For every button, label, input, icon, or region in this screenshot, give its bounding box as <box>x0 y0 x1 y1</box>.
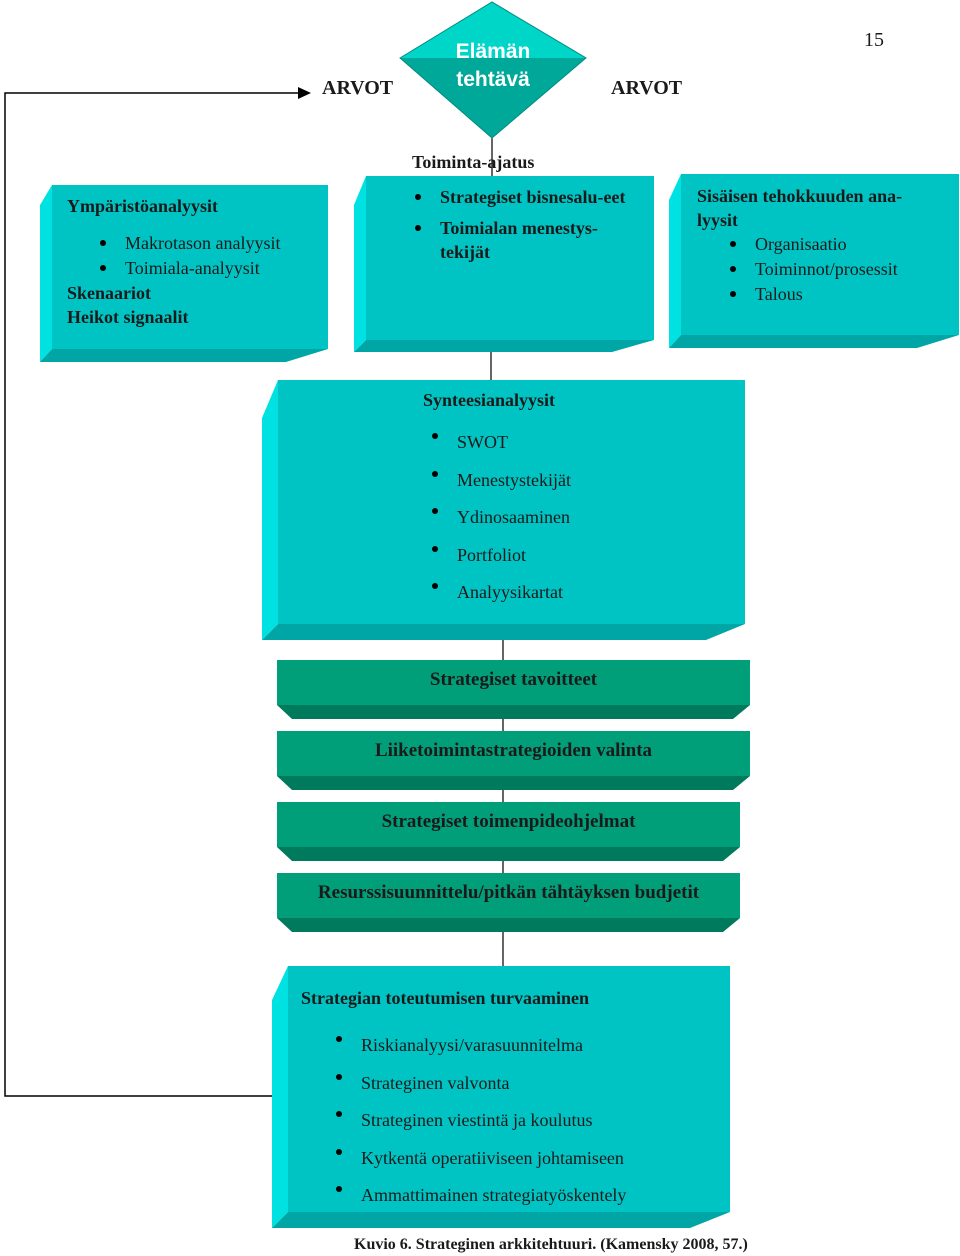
business-idea-label: Toiminta-ajatus <box>412 152 535 172</box>
mission-label: Elämän tehtävä <box>455 40 531 91</box>
arvot-left-label: ARVOT <box>322 77 394 99</box>
impl-item: Kytkentä operatiiviseen johtamiseen <box>333 1140 721 1178</box>
env-extra: Heikot signaalit <box>67 307 189 327</box>
impl-box: Strategian toteutumisen turvaaminen Risk… <box>301 986 721 1215</box>
env-extra: Skenaariot <box>67 283 152 303</box>
band-business-strategy: Liiketoimintastrategioiden valinta <box>374 740 653 761</box>
band-4-shape <box>277 873 740 932</box>
synth-item: Portfoliot <box>429 537 723 575</box>
synth-item: SWOT <box>429 424 723 462</box>
right-item: Talous <box>727 282 942 307</box>
impl-box-title: Strategian toteutumisen turvaaminen <box>301 988 589 1008</box>
synth-item: Ydinosaaminen <box>429 499 723 537</box>
band-3-shape <box>277 802 740 861</box>
figure-caption: Kuvio 6. Strateginen arkkitehtuuri. (Kam… <box>354 1236 748 1253</box>
page-number: 15 <box>864 29 884 51</box>
band-resource-planning: Resurssisuunnittelu/pitkän tähtäyksen bu… <box>317 882 700 903</box>
right-item: Toiminnot/prosessit <box>727 257 942 282</box>
synth-box-shape <box>262 380 745 640</box>
mid-box-shape <box>354 176 654 352</box>
right-box-title: Sisäisen tehokkuuden ana-lyysit <box>697 186 903 230</box>
synth-item: Menestystekijät <box>429 462 723 500</box>
band-1-shape <box>277 660 750 719</box>
impl-item: Ammattimainen strategiatyöskentely <box>333 1177 721 1215</box>
mid-item: Toimialan menestys-tekijät <box>412 216 632 264</box>
right-item: Organisaatio <box>727 232 942 257</box>
band-action-programs: Strategiset toimenpideohjelmat <box>381 811 636 832</box>
synth-box: Synteesianalyysit SWOT Menestystekijät Y… <box>423 388 723 612</box>
impl-item: Riskianalyysi/varasuunnitelma <box>333 1027 721 1065</box>
synth-item: Analyysikartat <box>429 574 723 612</box>
impl-item: Strateginen viestintä ja koulutus <box>333 1102 721 1140</box>
feedback-line <box>4 92 300 1097</box>
impl-item: Strateginen valvonta <box>333 1065 721 1103</box>
env-box: Ympäristöanalyysit Makrotason analyysit … <box>67 194 322 329</box>
mid-box: Strategiset bisnesalu-eet Toimialan mene… <box>412 185 632 264</box>
mission-diamond <box>399 1 587 139</box>
right-box-shape <box>669 174 959 348</box>
feedback-arrowhead <box>298 87 311 99</box>
band-2-shape <box>277 731 750 790</box>
env-item: Makrotason analyysit <box>97 231 322 256</box>
right-box: Sisäisen tehokkuuden ana-lyysit Organisa… <box>697 184 942 307</box>
impl-box-shape <box>272 966 730 1228</box>
synth-box-title: Synteesianalyysit <box>423 390 556 410</box>
mid-item: Strategiset bisnesalu-eet <box>412 185 632 209</box>
env-box-title: Ympäristöanalyysit <box>67 196 219 216</box>
env-box-shape <box>40 185 328 362</box>
env-item: Toimiala-analyysit <box>97 256 322 281</box>
band-strategic-goals: Strategiset tavoitteet <box>429 669 598 690</box>
arvot-right-label: ARVOT <box>611 77 683 99</box>
